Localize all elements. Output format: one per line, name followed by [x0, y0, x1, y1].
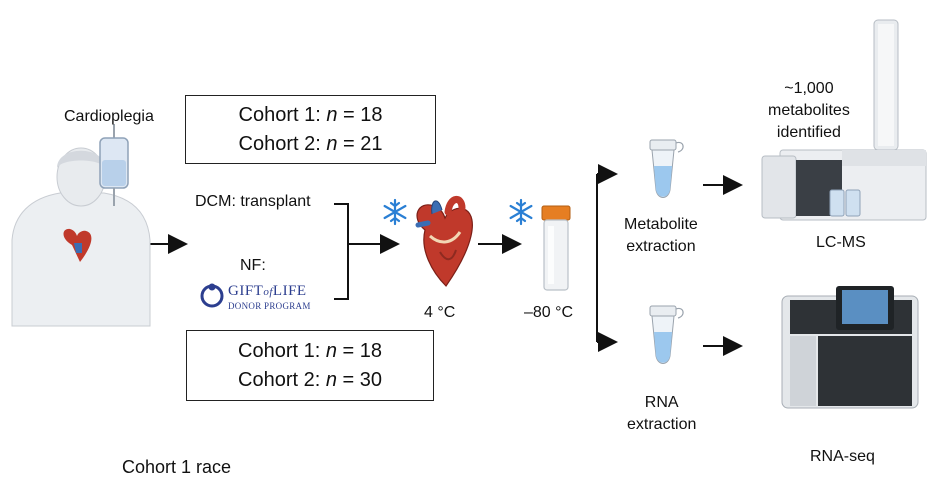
cut-off-heading: Cohort 1 race: [122, 457, 232, 477]
cohort-box-bottom: Cohort 1: n = 18 Cohort 2: n = 30: [186, 330, 434, 401]
cohort-bottom-line1: Cohort 1: n = 18: [238, 339, 382, 362]
bracket-nf: [334, 244, 349, 300]
heart-temperature-label: 4 °C: [424, 304, 456, 321]
cryotube-icon: [541, 205, 571, 291]
patient-heart-icon: [63, 228, 92, 262]
rna-extraction-label: RNA extraction: [627, 394, 697, 433]
snowflake-icon-tube: [509, 198, 533, 226]
cohort-top-line2: Cohort 2: n = 21: [238, 132, 383, 155]
bracket-dcm: [334, 203, 349, 244]
nf-label: NF:: [240, 257, 266, 274]
cohort-bottom-line2: Cohort 2: n = 30: [238, 368, 382, 391]
dcm-transplant-label: DCM: transplant: [195, 193, 311, 210]
metabolite-extraction-label: Metabolite extraction: [624, 216, 698, 255]
gift-of-life-logo-icon: [200, 283, 224, 308]
cohort-top-line1: Cohort 1: n = 18: [238, 103, 383, 126]
freezer-temperature-label: –80 °C: [524, 304, 574, 321]
cohort-box-top: Cohort 1: n = 18 Cohort 2: n = 21: [185, 95, 436, 164]
eppendorf-tube-rna-icon: [649, 305, 684, 364]
eppendorf-tube-metabolite-icon: [649, 139, 684, 198]
snowflake-icon-heart: [383, 198, 407, 226]
lcms-label: LC-MS: [816, 234, 866, 251]
rnaseq-label: RNA-seq: [810, 448, 875, 465]
gift-of-life-logo-text: GIFTofLIFE DONOR PROGRAM: [228, 283, 311, 312]
sequencer-instrument-icon: [781, 286, 919, 409]
metabolites-identified-label: ~1,000 metabolites identified: [768, 80, 850, 141]
connector-arrows: [11, 19, 927, 409]
iv-bag-icon: [99, 124, 129, 206]
patient-figure-icon: [11, 147, 151, 327]
cardioplegia-label: Cardioplegia: [64, 108, 154, 125]
lcms-instrument-icon: [761, 19, 927, 221]
heart-icon: [415, 196, 473, 287]
